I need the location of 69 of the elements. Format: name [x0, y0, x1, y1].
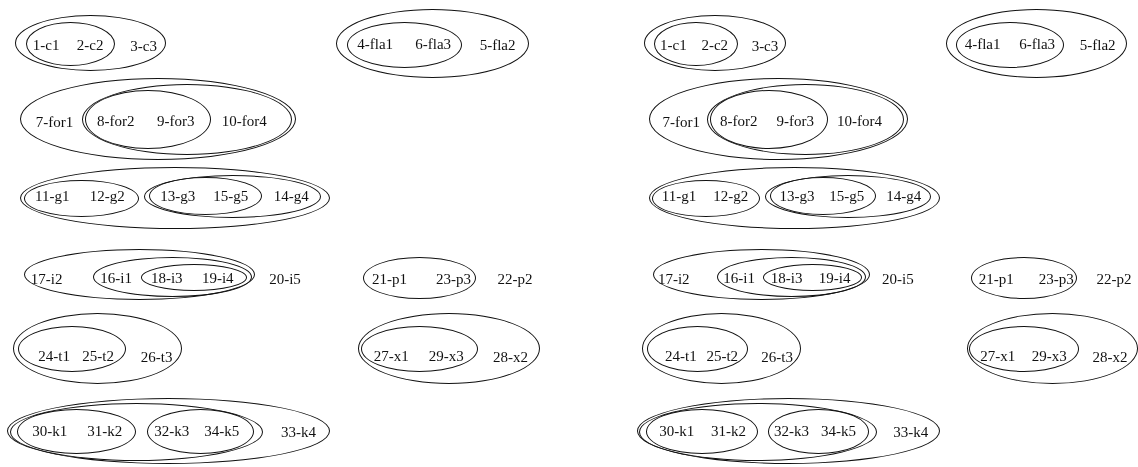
item-label: 26-t3 [140, 349, 173, 365]
item-label: 30-k1 [659, 423, 695, 439]
item-label: 10-for4 [837, 113, 882, 129]
item-label: 19-i4 [201, 270, 234, 286]
item-label: 10-for4 [221, 113, 267, 129]
item-label: 7-for1 [35, 114, 74, 130]
item-label: 11-g1 [34, 188, 70, 204]
item-label: 15-g5 [213, 188, 249, 204]
item-label: 9-for3 [776, 113, 814, 129]
item-label: 4-fla1 [357, 36, 394, 52]
item-label: 6-fla3 [415, 36, 452, 52]
item-label: 34-k5 [204, 423, 240, 439]
item-label: 16-i1 [723, 270, 755, 286]
item-label: 11-g1 [661, 188, 697, 204]
item-label: 23-p3 [436, 271, 472, 287]
item-label: 2-c2 [701, 37, 729, 53]
item-label: 5-fla2 [1079, 37, 1116, 53]
item-label: 33-k4 [281, 424, 317, 440]
item-label: 24-t1 [38, 348, 70, 364]
item-label: 8-for2 [97, 113, 135, 129]
item-label: 13-g3 [160, 188, 196, 204]
item-label: 3-c3 [751, 38, 779, 54]
item-label: 14-g4 [273, 188, 309, 204]
item-label: 16-i1 [100, 270, 132, 286]
item-label: 29-x3 [1031, 348, 1067, 364]
item-label: 27-x1 [373, 348, 409, 364]
item-label: 20-i5 [882, 271, 914, 287]
item-label: 22-p2 [1096, 271, 1132, 287]
item-label: 12-g2 [89, 188, 125, 204]
item-label: 14-g4 [886, 188, 922, 204]
item-label: 17-i2 [30, 271, 63, 287]
item-label: 29-x3 [428, 348, 464, 364]
item-label: 23-p3 [1038, 271, 1074, 287]
item-label: 8-for2 [720, 113, 758, 129]
item-label: 30-k1 [32, 423, 68, 439]
item-label: 9-for3 [157, 113, 195, 129]
item-label: 18-i3 [150, 270, 183, 286]
item-label: 18-i3 [770, 270, 803, 286]
item-label: 32-k3 [773, 423, 809, 439]
item-label: 19-i4 [818, 270, 851, 286]
item-label: 26-t3 [761, 349, 793, 365]
item-label: 15-g5 [829, 188, 865, 204]
set-ellipse [85, 90, 212, 150]
item-label: 6-fla3 [1019, 36, 1056, 52]
item-label: 25-t2 [706, 348, 739, 364]
item-label: 24-t1 [665, 348, 697, 364]
item-label: 17-i2 [657, 271, 690, 287]
item-label: 28-x2 [1092, 349, 1128, 365]
item-label: 20-i5 [269, 271, 301, 287]
item-label: 3-c3 [130, 38, 157, 54]
item-label: 12-g2 [713, 188, 749, 204]
item-label: 1-c1 [660, 37, 687, 53]
item-label: 25-t2 [82, 348, 114, 364]
item-label: 33-k4 [893, 424, 929, 440]
item-label: 5-fla2 [479, 37, 516, 53]
item-label: 22-p2 [497, 271, 533, 287]
item-label: 21-p1 [372, 271, 408, 287]
item-label: 1-c1 [32, 37, 60, 53]
item-label: 2-c2 [76, 37, 104, 53]
item-label: 31-k2 [87, 423, 123, 439]
item-label: 32-k3 [154, 423, 190, 439]
item-label: 28-x2 [493, 349, 529, 365]
item-label: 27-x1 [980, 348, 1016, 364]
item-label: 7-for1 [662, 114, 701, 130]
item-label: 13-g3 [779, 188, 815, 204]
item-label: 34-k5 [820, 423, 856, 439]
item-label: 31-k2 [710, 423, 746, 439]
item-label: 4-fla1 [964, 36, 1001, 52]
item-label: 21-p1 [978, 271, 1014, 287]
